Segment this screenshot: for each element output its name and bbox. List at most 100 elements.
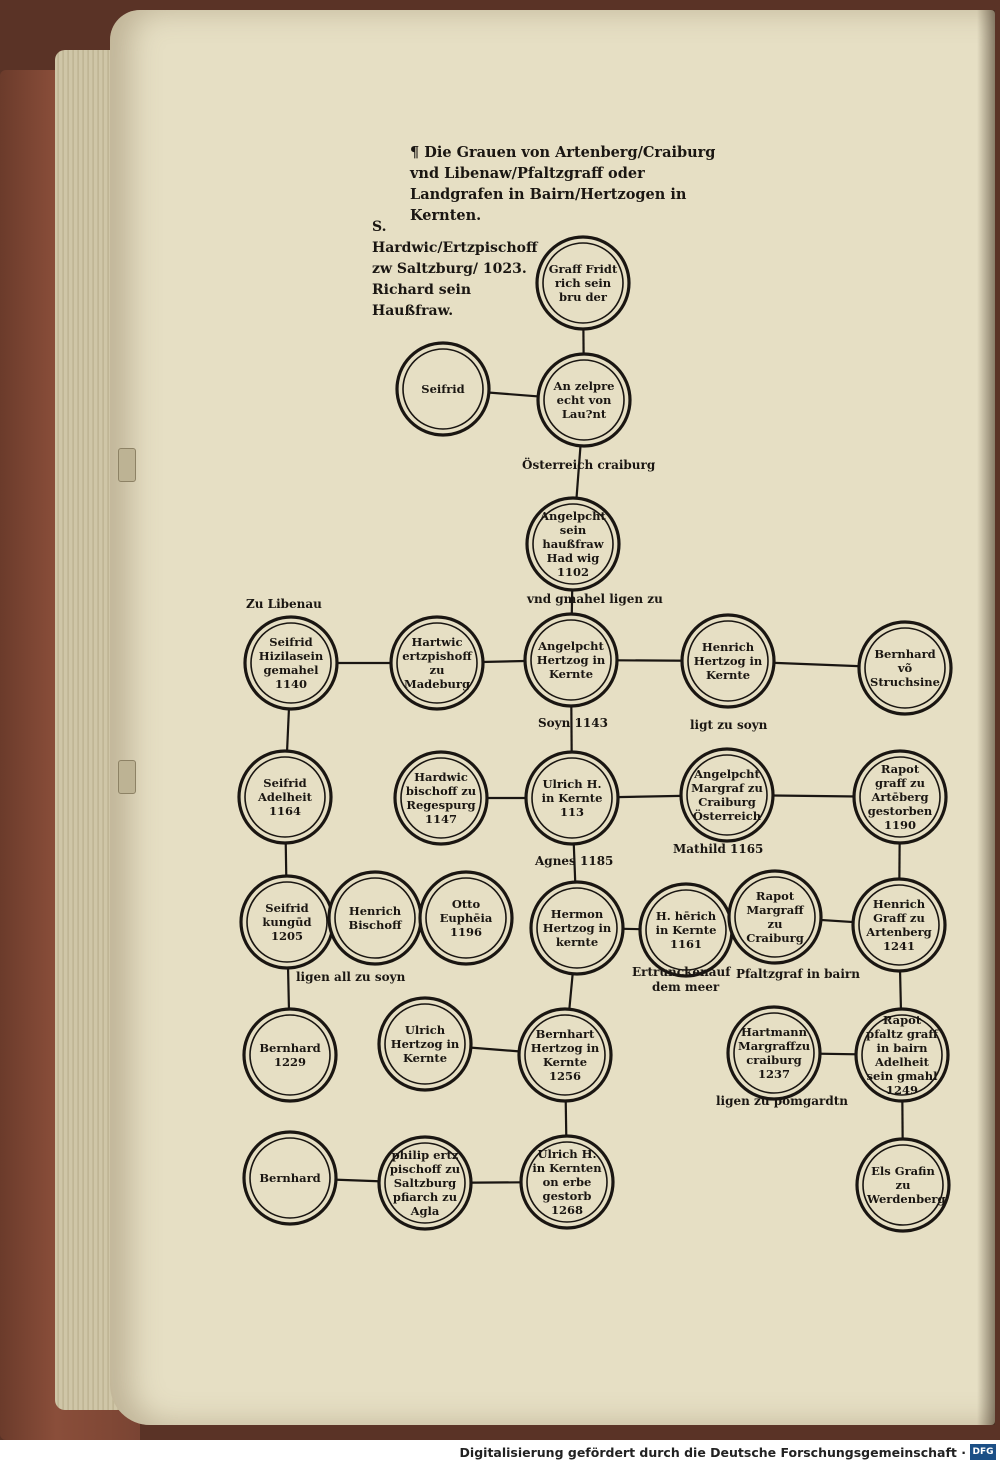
node-outer-ring (855, 1137, 951, 1233)
node-label: Angelpcht sein haußfraw Had wig 1102 (540, 509, 606, 579)
diagram-annotation: Agnes 1185 (535, 854, 614, 868)
node-fill (728, 1007, 820, 1099)
side-note: S. Hardwic/Ertzpischoff zw Saltzburg/ 10… (372, 219, 538, 319)
diagram-annotation: ligt zu soyn (690, 718, 768, 732)
node-fill (525, 614, 617, 706)
node-outer-ring (679, 747, 775, 843)
node-inner-ring (858, 884, 940, 966)
node-label: Rapot pfaltz graff in bairn Adelheit sei… (866, 1013, 938, 1097)
clasp-icon (118, 760, 136, 794)
node-outer-ring (525, 496, 621, 592)
node-outer-ring (727, 869, 823, 965)
node-inner-ring (524, 1014, 606, 1096)
node-fill (241, 876, 333, 968)
node-inner-ring (645, 889, 727, 971)
node-fill (640, 884, 732, 976)
node-label: Graff Fridt rich sein bru der (548, 262, 618, 304)
node-outer-ring (529, 880, 625, 976)
clasp-icon (118, 448, 136, 482)
node-inner-ring (425, 877, 507, 959)
diagram-annotation: ligen all zu soyn (296, 970, 406, 984)
node-fill (857, 1139, 949, 1231)
node-inner-ring (400, 757, 482, 839)
node-fill (531, 882, 623, 974)
node-inner-ring (384, 1003, 466, 1085)
node-label: Hardwic bischoff zu Regespurg 1147 (405, 770, 477, 826)
node-outer-ring (393, 750, 489, 846)
node-fill (521, 1136, 613, 1228)
node-inner-ring (536, 887, 618, 969)
node-inner-ring (246, 881, 328, 963)
node-fill (395, 752, 487, 844)
node-inner-ring (686, 754, 768, 836)
node-fill (329, 872, 421, 964)
node-outer-ring (726, 1005, 822, 1101)
footer-credit: Digitalisierung gefördert durch die Deut… (459, 1445, 966, 1460)
node-inner-ring (543, 359, 625, 441)
node-inner-ring (687, 620, 769, 702)
node-label: Ulrich H. in Kernten on erbe gestorb 126… (532, 1147, 602, 1217)
node-label: Els Grafin zu Werdenberg (867, 1164, 946, 1206)
node-outer-ring (242, 1007, 338, 1103)
node-fill (379, 998, 471, 1090)
node-label: Rapot graff zu Artēberg gestorben 1190 (867, 762, 933, 832)
node-outer-ring (536, 352, 632, 448)
node-inner-ring (734, 876, 816, 958)
node-fill (538, 354, 630, 446)
node-label: Bernhart Hertzog in Kernte 1256 (530, 1027, 600, 1083)
node-label: Henrich Hertzog in Kernte (693, 640, 763, 682)
diagram-annotation: Mathild 1165 (673, 842, 764, 856)
node-outer-ring (242, 1130, 338, 1226)
node-label: H. hērich in Kernte 1161 (655, 909, 717, 951)
node-fill (537, 237, 629, 329)
node-outer-ring (377, 1135, 473, 1231)
node-fill (420, 872, 512, 964)
node-outer-ring (851, 877, 947, 973)
node-inner-ring (249, 1014, 331, 1096)
node-outer-ring (377, 996, 473, 1092)
node-inner-ring (402, 348, 484, 430)
node-label: Seifrid (421, 382, 465, 396)
node-inner-ring (864, 627, 946, 709)
node-inner-ring (861, 1014, 943, 1096)
node-outer-ring (857, 620, 953, 716)
node-fill (853, 879, 945, 971)
node-outer-ring (680, 613, 776, 709)
node-label: Bernhard võ Struchsine (870, 647, 940, 689)
node-label: Seifrid kungūd 1205 (262, 901, 312, 943)
node-fill (239, 751, 331, 843)
node-outer-ring (524, 750, 620, 846)
node-fill (681, 749, 773, 841)
node-fill (245, 617, 337, 709)
dfg-logo: DFG (970, 1444, 996, 1460)
diagram-annotation: Soyn 1143 (538, 716, 608, 730)
diagram-annotation: Österreich craiburg (522, 458, 656, 472)
node-fill (379, 1137, 471, 1229)
node-outer-ring (535, 235, 631, 331)
node-outer-ring (852, 749, 948, 845)
node-outer-ring (519, 1134, 615, 1230)
node-fill (859, 622, 951, 714)
node-outer-ring (523, 612, 619, 708)
diagram-annotation: dem meer (652, 980, 720, 994)
node-outer-ring (418, 870, 514, 966)
node-inner-ring (530, 619, 612, 701)
node-label: Hartwic ertzpishoff zu Madeburg (402, 635, 472, 691)
node-inner-ring (532, 503, 614, 585)
node-fill (682, 615, 774, 707)
node-circles (237, 235, 953, 1233)
node-label: Bernhard 1229 (259, 1041, 321, 1069)
node-inner-ring (384, 1142, 466, 1224)
diagram-annotation: Zu Libenau (246, 597, 322, 611)
node-fill (856, 1009, 948, 1101)
node-inner-ring (334, 877, 416, 959)
node-fill (729, 871, 821, 963)
node-label: Ulrich Hertzog in Kernte (390, 1023, 460, 1065)
node-inner-ring (396, 622, 478, 704)
node-label: Henrich Bischoff (348, 904, 402, 932)
node-fill (519, 1009, 611, 1101)
node-label: Angelpcht Margraf zu Craiburg Österreich (691, 767, 763, 823)
node-label: Bernhard (259, 1171, 321, 1185)
diagram-annotation: Ertrunckenauf (632, 965, 731, 979)
